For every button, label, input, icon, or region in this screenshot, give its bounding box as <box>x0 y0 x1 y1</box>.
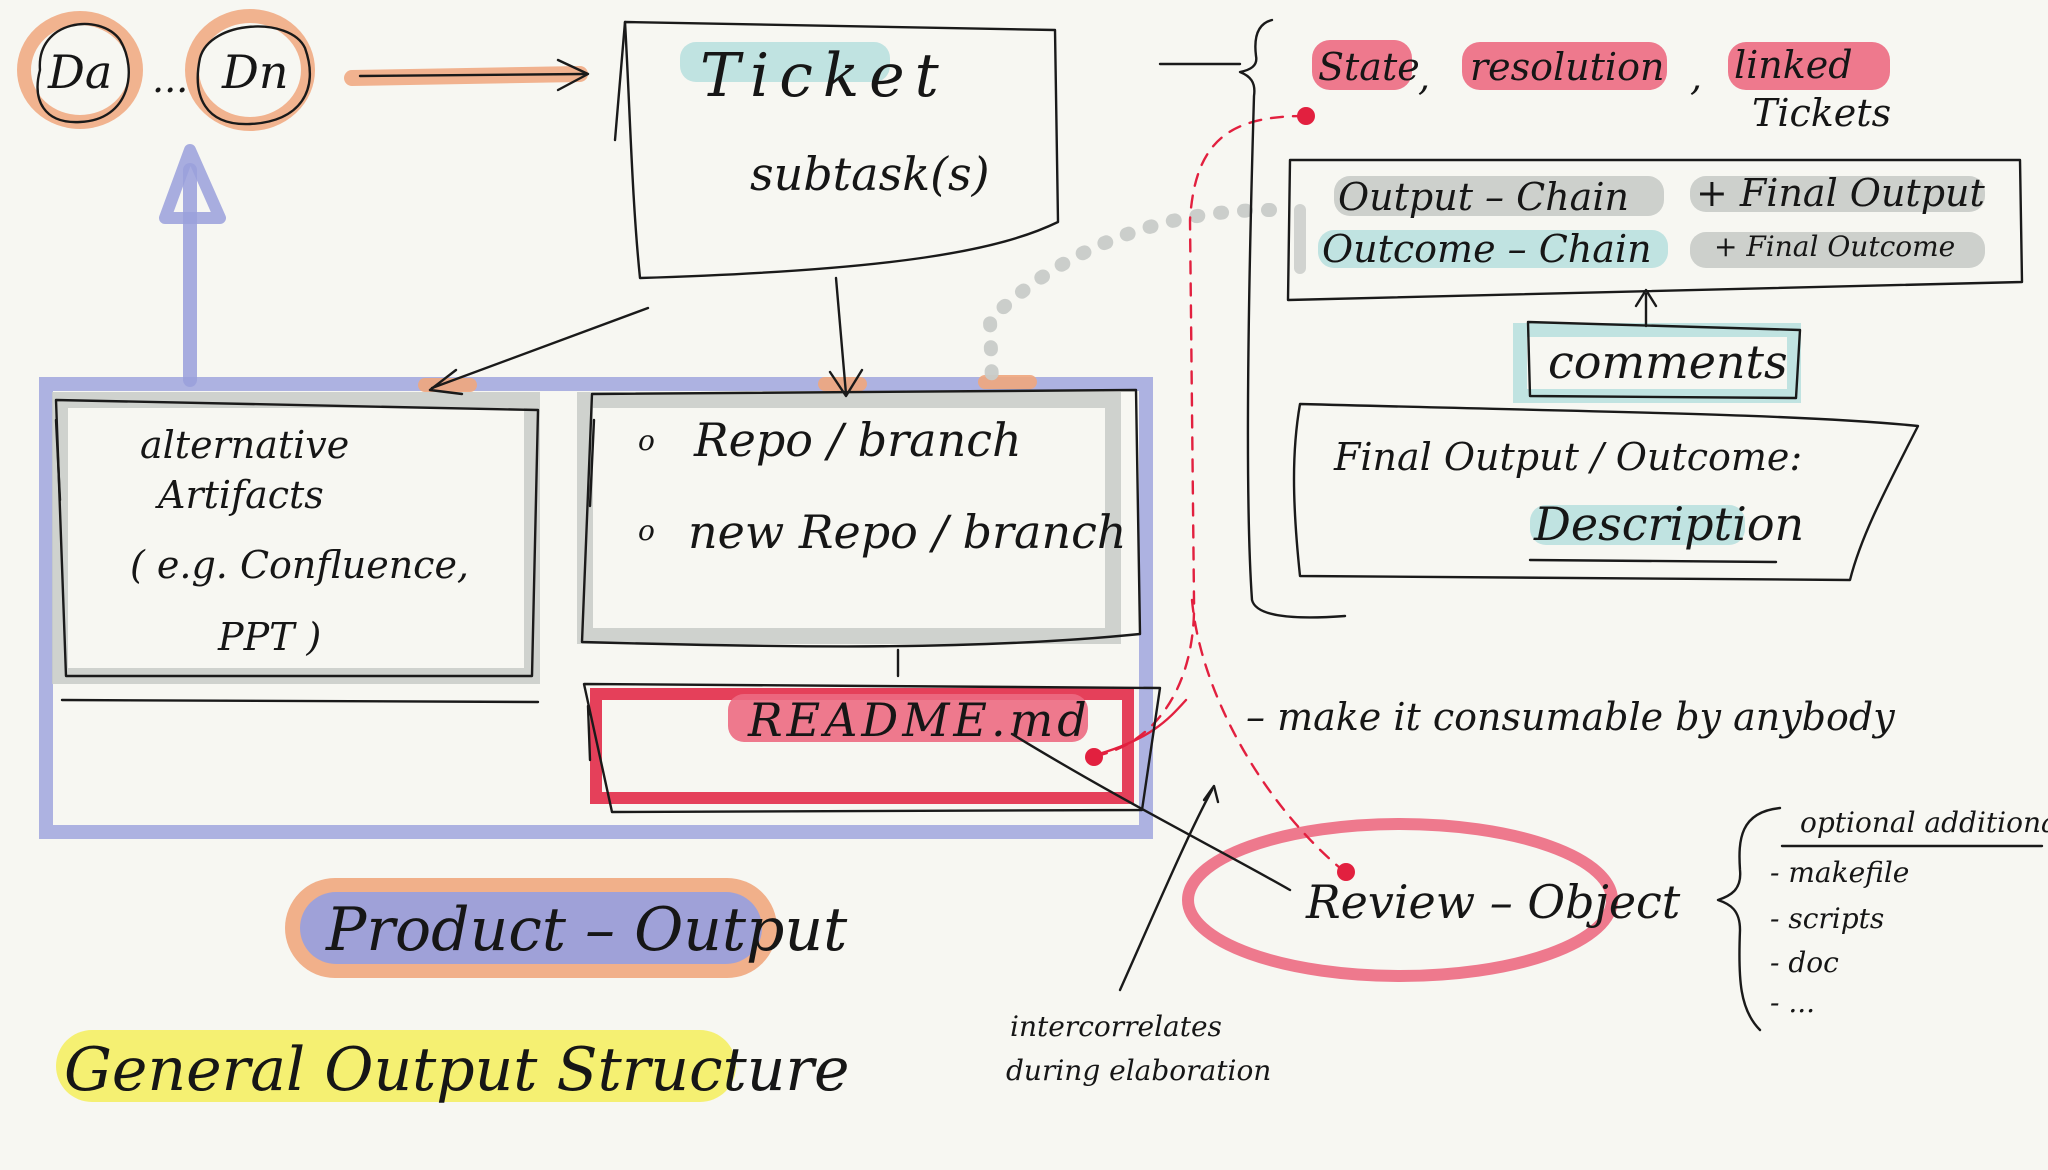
developer-circle-last <box>196 25 311 126</box>
product-output-label: Product – Output <box>325 895 848 965</box>
final-output-label: Final Output / Outcome: <box>1333 435 1802 479</box>
artifacts-line2: Artifacts <box>155 473 324 517</box>
intercorrelates-line2: during elaboration <box>1006 1054 1271 1087</box>
readme-label: README.md <box>747 693 1091 747</box>
meta-linked-line2: Tickets <box>1752 91 1891 135</box>
developer-ellipsis: ... <box>152 57 188 101</box>
repo-box <box>580 388 1142 648</box>
meta-state: State <box>1318 45 1420 89</box>
repo-bullet-1: o <box>638 424 655 457</box>
output-chain-line2-a: Outcome – Chain <box>1322 227 1652 271</box>
comments-label: comments <box>1548 335 1788 389</box>
output-chain-line1-b: + Final Output <box>1696 171 1985 215</box>
artifacts-line4: PPT ) <box>217 615 321 659</box>
ticket-box <box>623 20 1060 280</box>
optional-item-2: - scripts <box>1770 902 1884 935</box>
meta-bracket <box>1238 18 1347 619</box>
developer-circle-first <box>36 22 130 124</box>
optional-item-4: - ... <box>1770 986 1815 1019</box>
red-node-meta <box>1297 107 1315 125</box>
optional-bracket <box>1716 806 1782 1032</box>
comments-box <box>1526 320 1802 400</box>
consumable-note: – make it consumable by anybody <box>1246 695 1895 739</box>
meta-resolution: resolution <box>1470 45 1664 89</box>
optional-item-3: - doc <box>1770 946 1839 979</box>
developer-first-label: Da <box>47 45 112 99</box>
general-output-title: General Output Structure <box>64 1035 850 1105</box>
final-output-box <box>1292 402 1920 582</box>
highlights <box>17 9 1985 1102</box>
artifacts-line3: ( e.g. Confluence, <box>130 543 469 587</box>
artifacts-box <box>54 398 540 678</box>
optional-heading: optional additionally: <box>1800 806 2048 839</box>
ink-lines <box>36 18 2044 1032</box>
review-label: Review – Object <box>1305 875 1681 929</box>
meta-linked-line1: linked <box>1734 43 1853 87</box>
ticket-subtitle: subtask(s) <box>750 147 990 201</box>
red-node-readme <box>1085 748 1103 766</box>
repo-item-1: Repo / branch <box>693 413 1022 467</box>
output-chain-line2-b: + Final Outcome <box>1714 230 1955 263</box>
output-chain-box <box>1286 158 2024 302</box>
optional-item-1: - makefile <box>1770 856 1909 889</box>
final-output-description: Description <box>1533 497 1804 551</box>
output-chain-line1-a: Output – Chain <box>1338 175 1629 219</box>
labels: Da ... Dn Ticket subtask(s) State , reso… <box>47 41 2048 1105</box>
red-node-review <box>1337 863 1355 881</box>
developer-last-label: Dn <box>221 45 289 99</box>
artifacts-line1: alternative <box>140 423 349 467</box>
meta-comma-1: , <box>1418 55 1430 99</box>
ticket-title: Ticket <box>700 41 949 111</box>
repo-item-2: new Repo / branch <box>688 505 1126 559</box>
intercorrelates-line1: intercorrelates <box>1010 1010 1222 1043</box>
repo-bullet-2: o <box>638 514 655 547</box>
meta-comma-2: , <box>1690 55 1702 99</box>
